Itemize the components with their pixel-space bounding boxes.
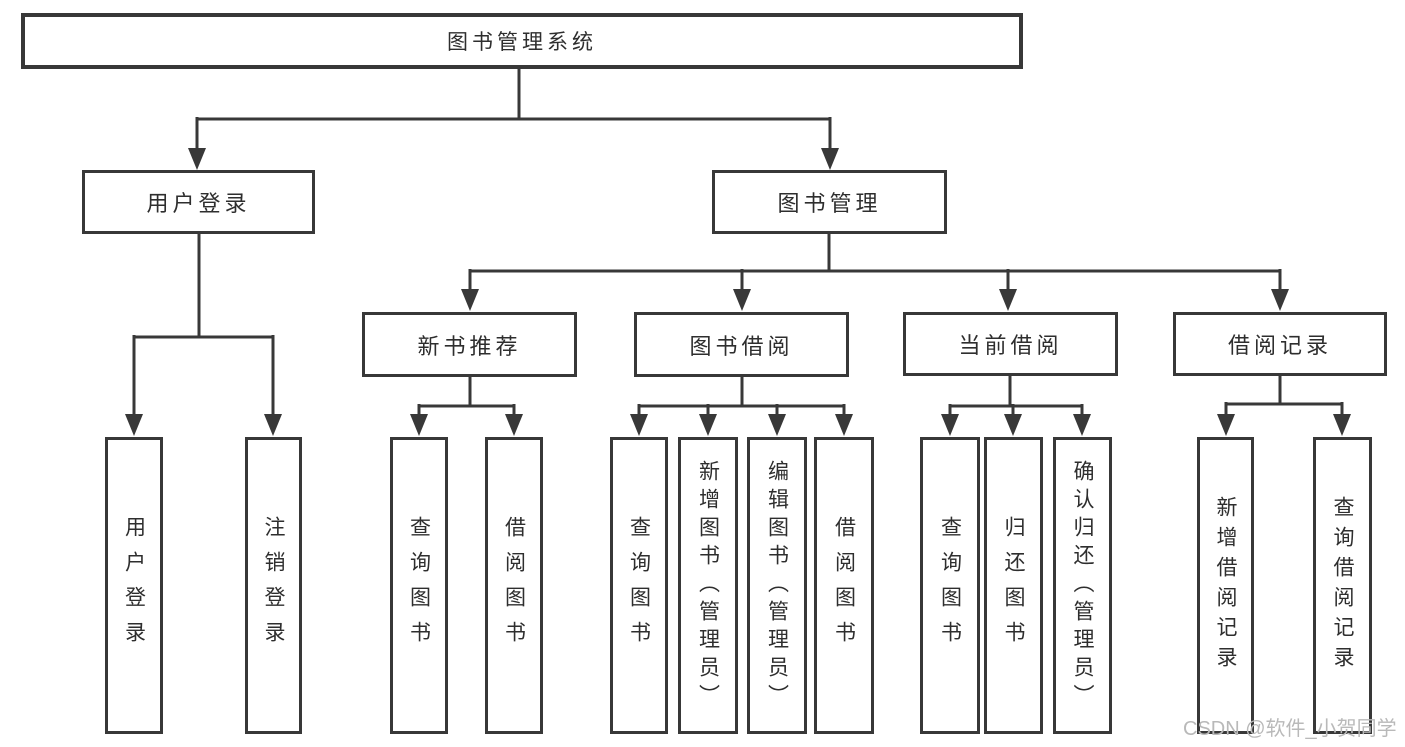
node-confirm-return-admin: 确认归还（管理员） bbox=[1053, 437, 1112, 734]
node-query-borrow-record: 查询借阅记录 bbox=[1313, 437, 1372, 734]
node-query-borrow-record-label: 查询借阅记录 bbox=[1331, 495, 1354, 676]
node-book-management: 图书管理 bbox=[712, 170, 947, 234]
node-edit-book-admin: 编辑图书（管理员） bbox=[747, 437, 807, 734]
node-add-borrow-record-label: 新增借阅记录 bbox=[1214, 495, 1237, 676]
watermark: CSDN @软件_小贺同学 bbox=[1183, 718, 1397, 740]
node-current-borrowing: 当前借阅 bbox=[903, 312, 1118, 376]
node-borrow-query-books: 查询图书 bbox=[610, 437, 668, 734]
node-borrow-books: 借阅图书 bbox=[814, 437, 874, 734]
node-rec-borrow-books: 借阅图书 bbox=[485, 437, 543, 734]
node-return-book: 归还图书 bbox=[984, 437, 1043, 734]
node-rec-query-books-label: 查询图书 bbox=[407, 515, 431, 656]
node-book-borrowing-label: 图书借阅 bbox=[689, 333, 794, 359]
node-logout-label: 注销登录 bbox=[262, 515, 285, 656]
node-current-query-books: 查询图书 bbox=[920, 437, 980, 734]
node-borrow-records-label: 借阅记录 bbox=[1227, 333, 1332, 358]
node-current-borrowing-label: 当前借阅 bbox=[958, 333, 1063, 358]
node-borrow-query-books-label: 查询图书 bbox=[627, 515, 651, 656]
node-book-management-label: 图书管理 bbox=[777, 191, 882, 216]
node-book-borrowing: 图书借阅 bbox=[634, 312, 849, 377]
node-logout: 注销登录 bbox=[245, 437, 302, 734]
node-user-login-group: 用户登录 bbox=[82, 170, 315, 234]
node-rec-query-books: 查询图书 bbox=[390, 437, 448, 734]
node-borrow-records: 借阅记录 bbox=[1173, 312, 1387, 376]
node-rec-borrow-books-label: 借阅图书 bbox=[502, 515, 526, 656]
node-add-book-admin: 新增图书（管理员） bbox=[678, 437, 738, 734]
node-add-book-admin-label: 新增图书（管理员） bbox=[696, 459, 720, 712]
node-user-login-group-label: 用户登录 bbox=[146, 191, 251, 216]
node-return-book-label: 归还图书 bbox=[1002, 515, 1025, 656]
node-add-borrow-record: 新增借阅记录 bbox=[1197, 437, 1254, 734]
node-borrow-books-label: 借阅图书 bbox=[832, 515, 856, 656]
node-new-book-recommend-label: 新书推荐 bbox=[417, 333, 522, 359]
node-edit-book-admin-label: 编辑图书（管理员） bbox=[765, 459, 789, 712]
node-user-login: 用户登录 bbox=[105, 437, 163, 734]
node-current-query-books-label: 查询图书 bbox=[938, 515, 962, 656]
node-library-system: 图书管理系统 bbox=[21, 13, 1023, 69]
node-confirm-return-admin-label: 确认归还（管理员） bbox=[1071, 459, 1094, 712]
node-new-book-recommend: 新书推荐 bbox=[362, 312, 577, 377]
node-user-login-label: 用户登录 bbox=[122, 515, 146, 656]
node-library-system-label: 图书管理系统 bbox=[447, 31, 597, 54]
